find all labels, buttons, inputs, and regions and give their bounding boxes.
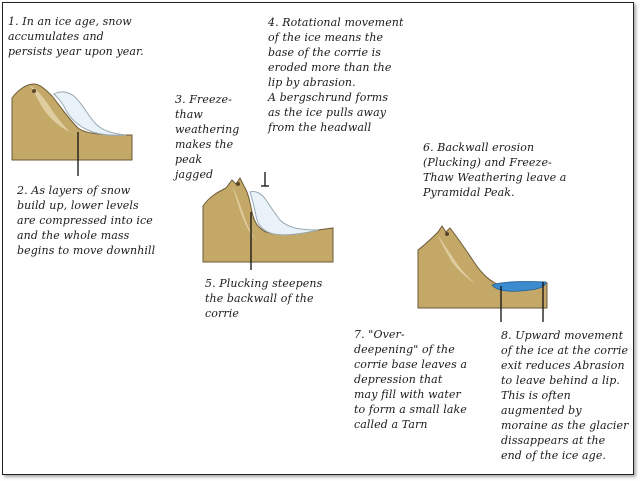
step3-label: 3. Freeze-thaw weathering makes the peak… (175, 93, 240, 181)
mountain-3-rock (417, 225, 548, 309)
mountain-1-snow (53, 91, 127, 136)
peak-3-dot (445, 232, 449, 236)
step2-label: 2. As layers of snow build up, lower lev… (17, 184, 156, 257)
mountain-diagram-3 (417, 225, 548, 322)
step4-text-a: 4. Rotational movement of the ice means … (268, 16, 404, 89)
mountain-1-highlight (30, 86, 70, 132)
step6-label: 6. Backwall erosion (Plucking) and Freez… (423, 141, 567, 199)
peak-2-dot (236, 182, 240, 186)
mountain-diagram-1 (11, 83, 133, 176)
mountain-2-highlight (232, 186, 256, 240)
mountain-diagram-2 (202, 172, 334, 270)
diagram-frame (2, 2, 634, 475)
step1-label: 1. In an ice age, snow accumulates and p… (8, 15, 144, 58)
peak-1-dot (32, 89, 36, 93)
step4-text-b: A bergschrund forms as the ice pulls awa… (268, 91, 389, 134)
step8-label: 8. Upward movement of the ice at the cor… (501, 329, 629, 462)
mountain-3-highlight (438, 236, 476, 284)
mountain-2-ice (249, 191, 319, 236)
step5-label: 5. Plucking steepens the backwall of the… (205, 277, 323, 320)
step4-label: 4. Rotational movement of the ice means … (268, 15, 404, 135)
tarn-water (491, 281, 547, 292)
step7-label: 7. "Over-deepening" of the corrie base l… (354, 328, 468, 431)
